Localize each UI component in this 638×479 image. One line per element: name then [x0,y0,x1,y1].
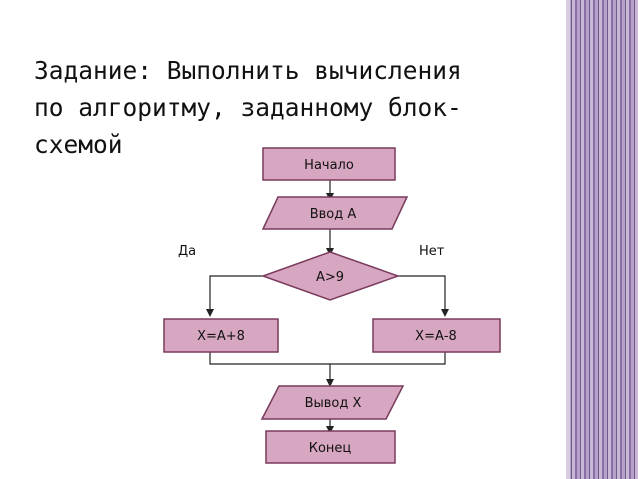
no-branch-block [372,318,501,353]
title-line-1: Задание: Выполнить вычисления [34,56,462,85]
yes-branch-label: Х=А+8 [197,329,245,344]
start-block [262,147,396,181]
connector-condition-no [398,275,449,317]
yes-label: Да [178,244,196,259]
condition-block [260,251,401,301]
end-label: Конец [309,441,352,456]
decorative-sidebar-stripe [566,0,638,479]
title-line-2: по алгоритму, заданному блок- [34,93,462,122]
yes-branch-block [163,318,279,353]
title-line-3: схемой [34,130,123,159]
slide-title: Задание: Выполнить вычисления по алгорит… [34,52,574,163]
no-branch-label: Х=А-8 [415,329,457,344]
input-block [261,196,409,230]
connector-condition-yes [206,275,263,317]
no-label: Нет [419,244,445,259]
output-block [260,385,405,420]
start-label: Начало [304,158,354,173]
input-label: Ввод А [310,207,357,222]
connectors [206,180,449,434]
end-block [265,430,396,464]
sidebar-edge [566,0,570,479]
connector-branch-merge [209,352,446,365]
output-label: Вывод Х [305,396,362,411]
condition-label: А>9 [316,270,344,285]
